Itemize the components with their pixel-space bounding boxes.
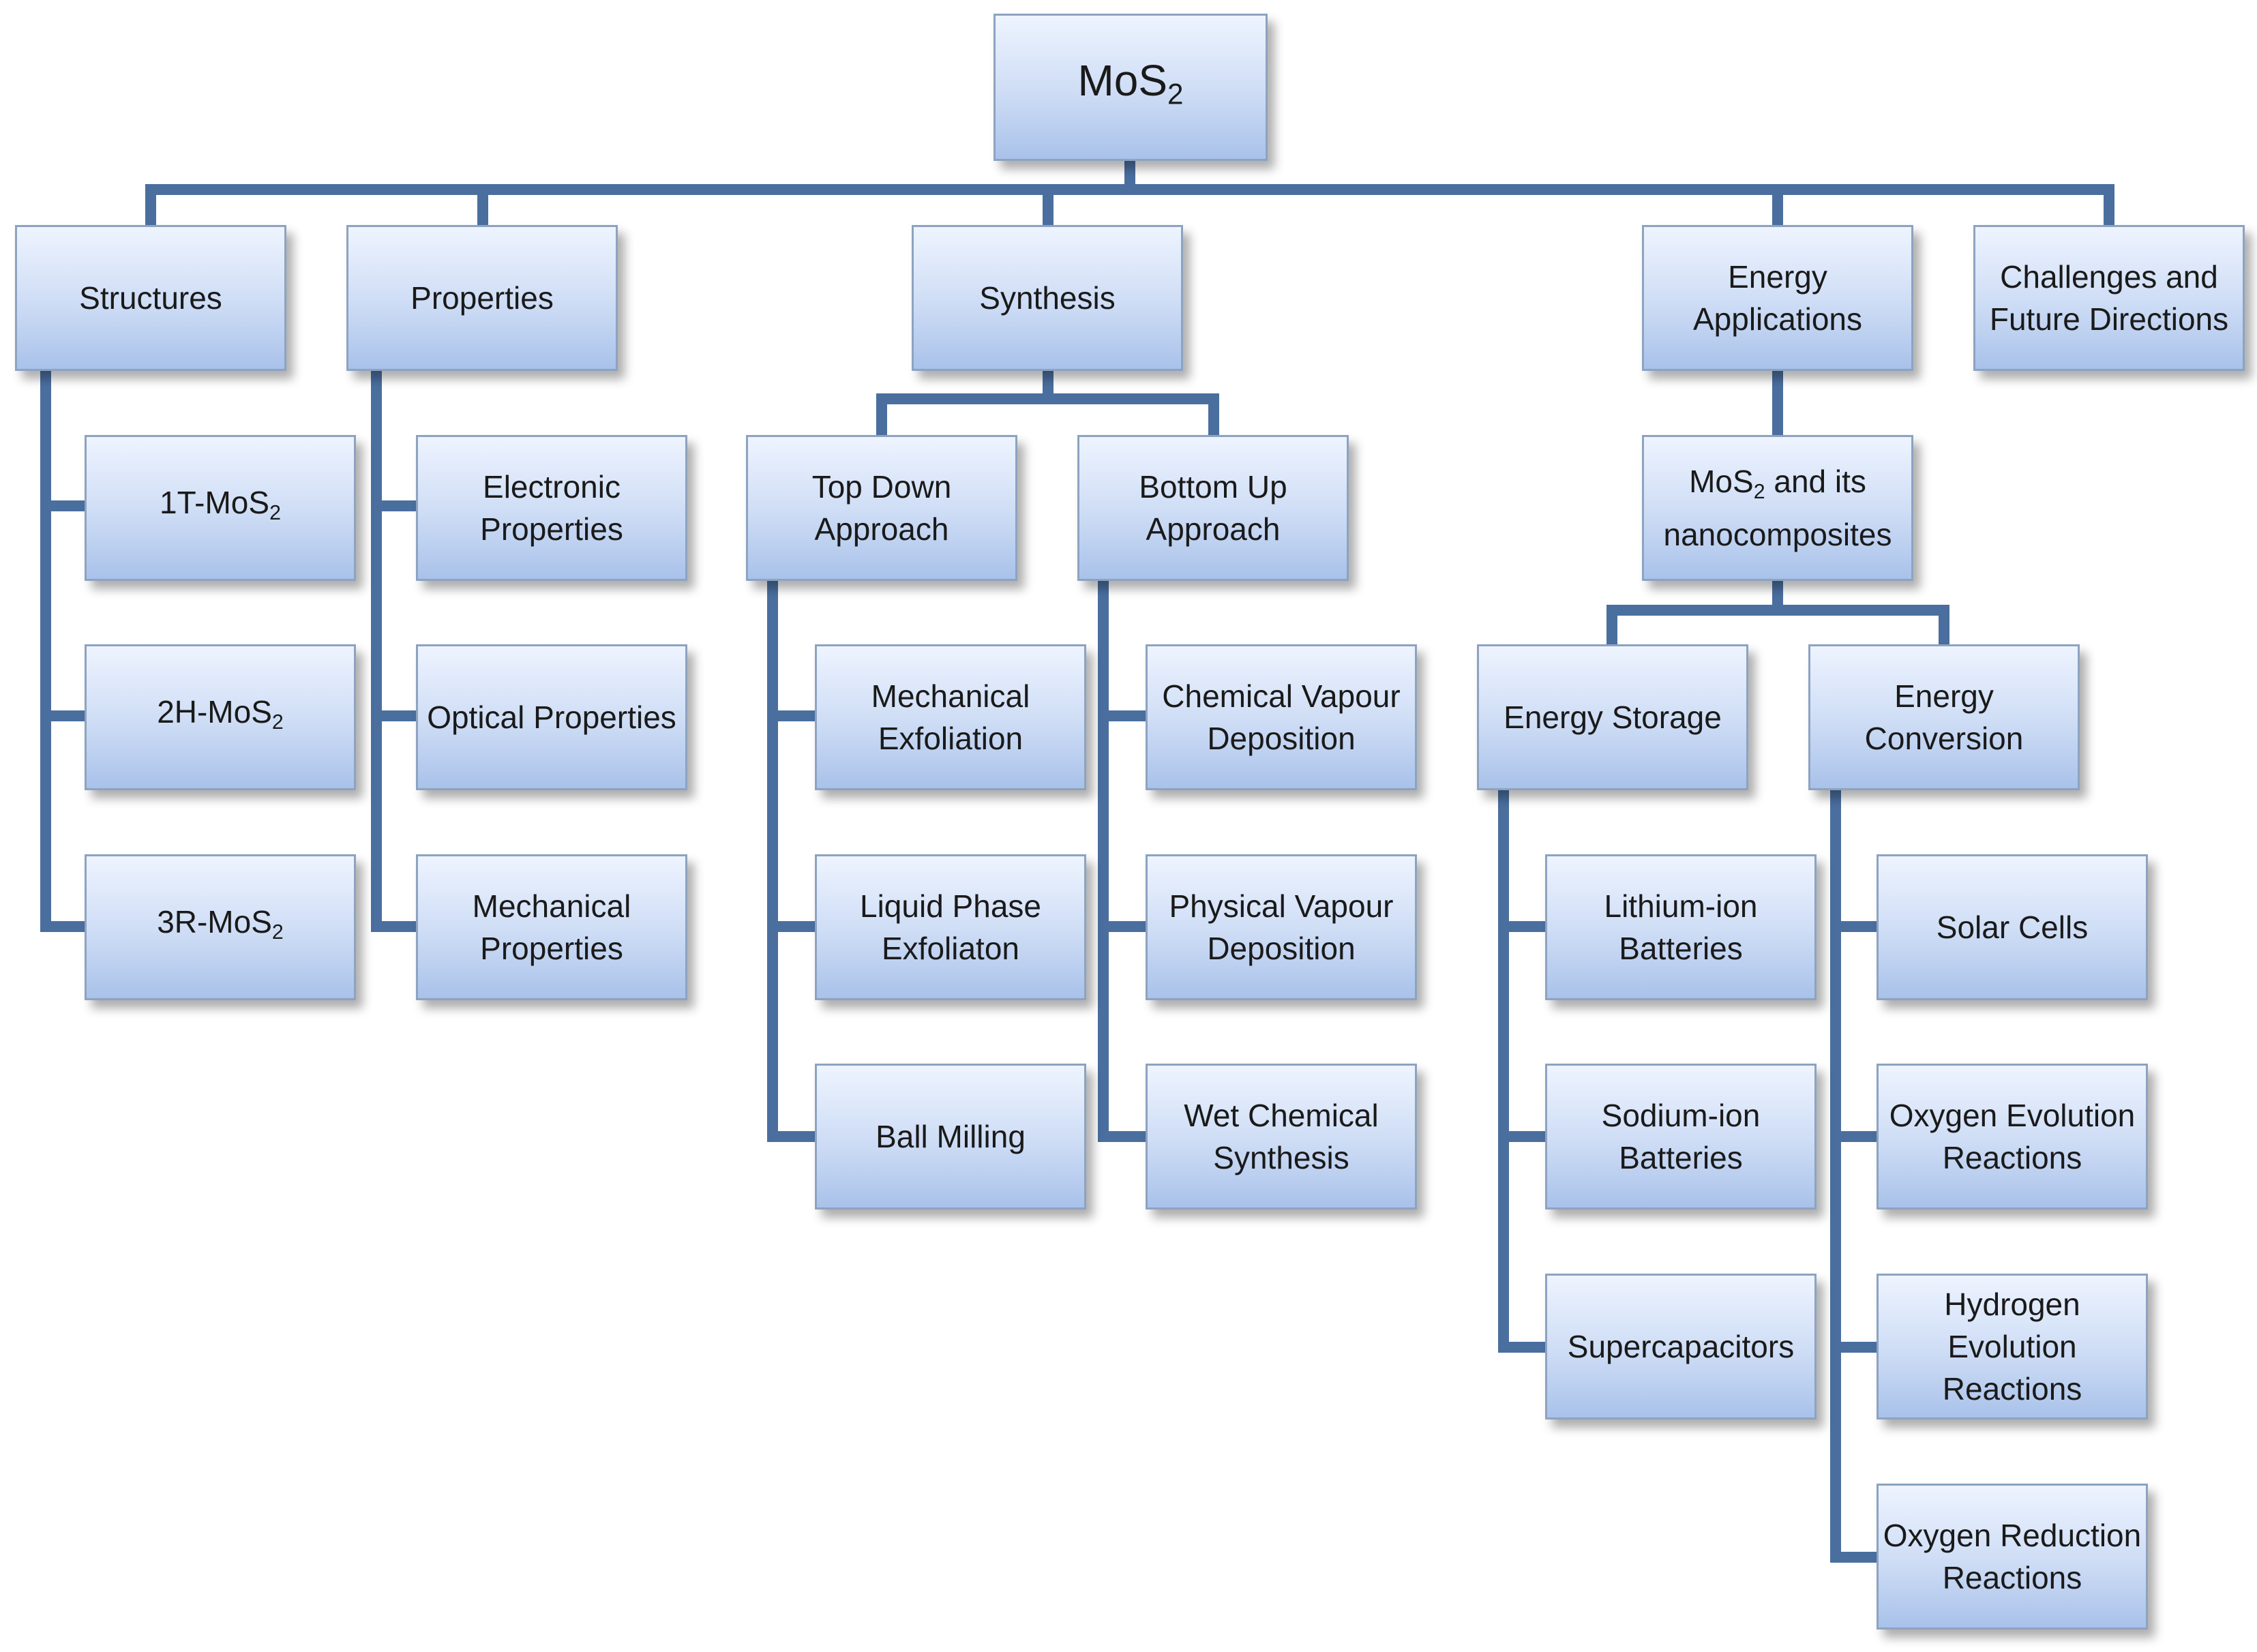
node-label: Physical Vapour Deposition bbox=[1169, 888, 1394, 966]
node-optical-properties: Optical Properties bbox=[416, 644, 687, 790]
node-bottom-up-approach: Bottom Up Approach bbox=[1077, 435, 1349, 581]
connector-top-down bbox=[767, 577, 820, 1142]
connector-nanocomposites bbox=[1606, 577, 1949, 650]
node-label: Mechanical Properties bbox=[472, 888, 631, 966]
node-sodium-ion-batteries: Sodium-ion Batteries bbox=[1545, 1064, 1817, 1210]
connector-energy-conversion bbox=[1830, 787, 1882, 1563]
node-label: Wet Chemical Synthesis bbox=[1184, 1098, 1379, 1175]
node-hydrogen-evolution-reactions: Hydrogen Evolution Reactions bbox=[1877, 1274, 2148, 1420]
node-supercapacitors: Supercapacitors bbox=[1545, 1274, 1817, 1420]
node-label: Sodium-ion Batteries bbox=[1601, 1098, 1761, 1175]
node-challenges-future-directions: Challenges and Future Directions bbox=[1973, 225, 2245, 371]
node-properties: Properties bbox=[346, 225, 618, 371]
node-energy-applications: Energy Applications bbox=[1642, 225, 1913, 371]
node-2h-mos2: 2H-MoS2 bbox=[85, 644, 356, 790]
node-label: Energy Storage bbox=[1504, 700, 1722, 735]
node-label: MoS2 bbox=[1077, 55, 1184, 110]
node-label: Lithium-ion Batteries bbox=[1604, 888, 1758, 966]
node-label: Supercapacitors bbox=[1567, 1329, 1795, 1364]
node-mechanical-exfoliation: Mechanical Exfoliation bbox=[815, 644, 1086, 790]
connector-synthesis bbox=[876, 368, 1219, 440]
node-energy-conversion: Energy Conversion bbox=[1808, 644, 2080, 790]
node-structures: Structures bbox=[15, 225, 286, 371]
node-physical-vapour-deposition: Physical Vapour Deposition bbox=[1146, 854, 1417, 1000]
node-label: Top Down Approach bbox=[811, 469, 952, 547]
connector-structures bbox=[40, 368, 90, 932]
node-energy-storage: Energy Storage bbox=[1477, 644, 1748, 790]
node-label: Structures bbox=[79, 280, 222, 316]
node-1t-mos2: 1T-MoS2 bbox=[85, 435, 356, 581]
node-label: 2H-MoS2 bbox=[157, 693, 284, 734]
node-synthesis: Synthesis bbox=[912, 225, 1183, 371]
node-label: Energy Applications bbox=[1692, 259, 1863, 337]
node-ball-milling: Ball Milling bbox=[815, 1064, 1086, 1210]
node-label: Oxygen Evolution Reactions bbox=[1889, 1098, 2136, 1175]
node-wet-chemical-synthesis: Wet Chemical Synthesis bbox=[1146, 1064, 1417, 1210]
node-label: Ball Milling bbox=[876, 1119, 1026, 1154]
node-oxygen-reduction-reactions: Oxygen Reduction Reactions bbox=[1877, 1484, 2148, 1630]
node-solar-cells: Solar Cells bbox=[1877, 854, 2148, 1000]
node-label: Challenges and Future Directions bbox=[1989, 259, 2229, 337]
connector-energy-storage bbox=[1498, 787, 1551, 1353]
node-label: Mechanical Exfoliation bbox=[871, 678, 1030, 756]
node-label: Properties bbox=[410, 280, 554, 316]
node-liquid-phase-exfoliation: Liquid Phase Exfoliaton bbox=[815, 854, 1086, 1000]
node-lithium-ion-batteries: Lithium-ion Batteries bbox=[1545, 854, 1817, 1000]
connector-root-bus bbox=[145, 155, 2114, 230]
node-label: Optical Properties bbox=[427, 700, 676, 735]
connector-properties bbox=[371, 368, 421, 932]
node-label: Electronic Properties bbox=[480, 469, 623, 547]
node-label: Energy Conversion bbox=[1864, 678, 2024, 756]
node-electronic-properties: Electronic Properties bbox=[416, 435, 687, 581]
node-label: Synthesis bbox=[979, 280, 1116, 316]
node-mos2-root: MoS2 bbox=[993, 14, 1268, 161]
node-mos2-nanocomposites: MoS2 and its nanocomposites bbox=[1642, 435, 1913, 581]
node-label: 1T-MoS2 bbox=[160, 484, 281, 525]
node-3r-mos2: 3R-MoS2 bbox=[85, 854, 356, 1000]
node-label: Hydrogen Evolution Reactions bbox=[1942, 1287, 2082, 1407]
node-label: Oxygen Reduction Reactions bbox=[1883, 1518, 2142, 1595]
node-label: Liquid Phase Exfoliaton bbox=[860, 888, 1041, 966]
node-chemical-vapour-deposition: Chemical Vapour Deposition bbox=[1146, 644, 1417, 790]
node-label: Chemical Vapour Deposition bbox=[1162, 678, 1401, 756]
node-label: Bottom Up Approach bbox=[1139, 469, 1287, 547]
node-label: Solar Cells bbox=[1936, 910, 2089, 945]
node-label: 3R-MoS2 bbox=[157, 903, 284, 944]
node-oxygen-evolution-reactions: Oxygen Evolution Reactions bbox=[1877, 1064, 2148, 1210]
connector-bottom-up bbox=[1098, 577, 1151, 1142]
node-top-down-approach: Top Down Approach bbox=[746, 435, 1017, 581]
node-mechanical-properties: Mechanical Properties bbox=[416, 854, 687, 1000]
node-label: MoS2 and its nanocomposites bbox=[1663, 463, 1892, 553]
